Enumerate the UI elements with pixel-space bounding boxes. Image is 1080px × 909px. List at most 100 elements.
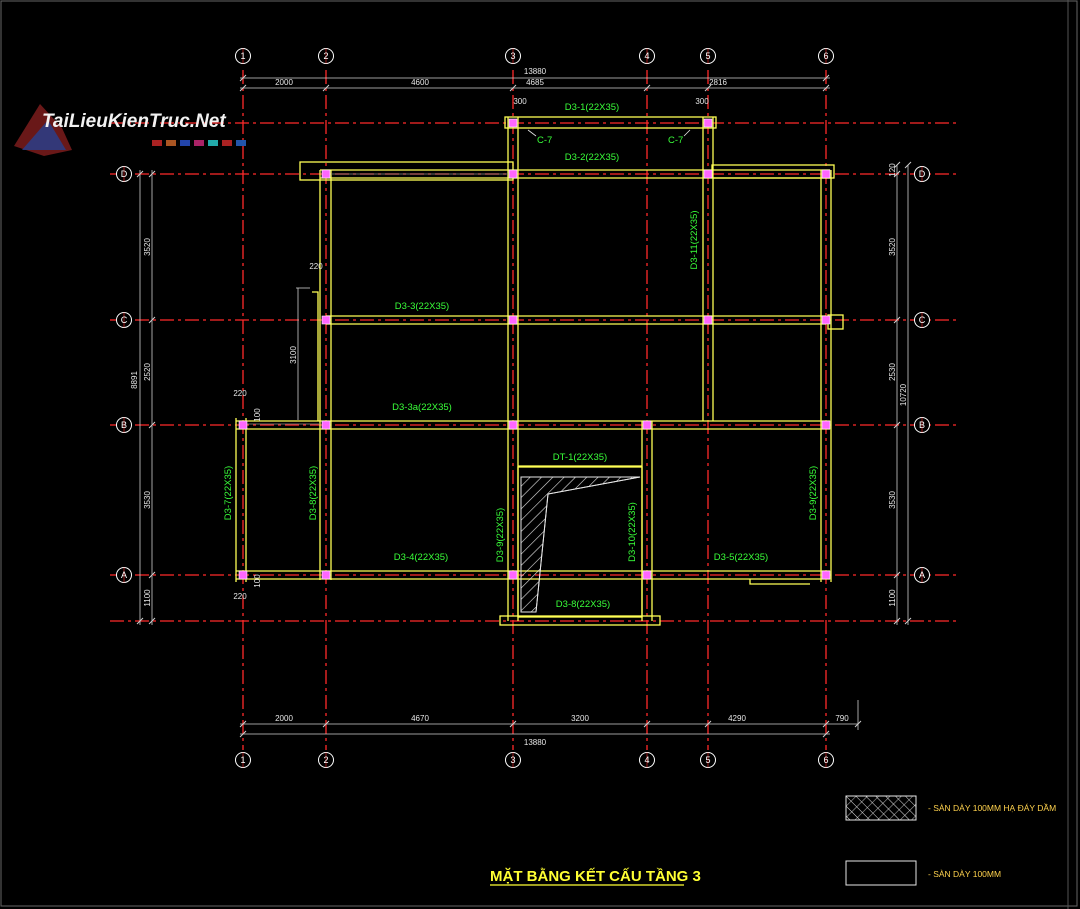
- dim-top-2: 4685: [526, 78, 544, 87]
- dim-small-1: 300: [695, 97, 709, 106]
- dim-bottom-3: 4290: [728, 714, 746, 723]
- beam-label-5: D3-4(22X35): [394, 552, 448, 563]
- column-labels: C-7 C-7: [527, 129, 691, 146]
- column-7: [321, 315, 331, 325]
- beam-label-4: D3-3a(22X35): [392, 402, 452, 413]
- dim-left-1: 2520: [143, 363, 152, 381]
- axis-bubble-bottom-4-label: 4: [644, 755, 649, 765]
- dim-left-3: 1100: [143, 589, 152, 607]
- dim-small-0: 300: [513, 97, 527, 106]
- beam-label-3: D3-3(22X35): [395, 301, 449, 312]
- dim-bottom-0: 2000: [275, 714, 293, 723]
- beam-label-10: D3-9(22X35): [808, 466, 819, 520]
- axis-bubble-right-B-label: B: [919, 420, 925, 430]
- watermark-color-dots: [152, 140, 246, 146]
- axis-bubble-left-A: A: [116, 567, 132, 583]
- column-6: [821, 169, 831, 179]
- column-5: [703, 169, 713, 179]
- dim-small-7: 220: [233, 592, 247, 601]
- dim-small-4: 220: [233, 389, 247, 398]
- dimension-ticks: [136, 74, 912, 738]
- axis-bubble-right-A-label: A: [919, 570, 925, 580]
- column-11: [238, 420, 248, 430]
- dim-bottom-total: 13880: [524, 738, 547, 747]
- axis-bubble-bottom-6-label: 6: [823, 755, 828, 765]
- dim-right-2: 2530: [888, 363, 897, 381]
- beam-label-14: D3-9(22X35): [495, 508, 506, 562]
- column-8: [508, 315, 518, 325]
- axis-bubble-bottom-4: 4: [639, 752, 655, 768]
- column-18: [508, 570, 518, 580]
- dim-right-1: 3520: [888, 238, 897, 256]
- axis-bubble-right-D: D: [914, 166, 930, 182]
- watermark-logo: TaiLieuKienTruc.Net: [14, 104, 246, 156]
- axis-bubble-top-6: 6: [818, 48, 834, 64]
- axis-bubble-left-C: C: [116, 312, 132, 328]
- dim-top-1: 4600: [411, 78, 429, 87]
- column-4: [508, 169, 518, 179]
- column-12: [321, 420, 331, 430]
- column-20: [821, 570, 831, 580]
- column-14: [642, 420, 652, 430]
- beam-label-12: D3-11(22X35): [689, 211, 700, 270]
- axis-bubble-bottom-6: 6: [818, 752, 834, 768]
- dim-bottom-2: 3200: [571, 714, 589, 723]
- axis-bubble-top-2-label: 2: [323, 51, 328, 61]
- axis-bubble-left-D: D: [116, 166, 132, 182]
- dim-small-3: 3100: [289, 346, 298, 364]
- axis-bubble-bottom-3-label: 3: [510, 755, 515, 765]
- column-10: [821, 315, 831, 325]
- axis-bubble-top-3-label: 3: [510, 51, 515, 61]
- column-15: [821, 420, 831, 430]
- axis-bubble-bottom-5: 5: [700, 752, 716, 768]
- axis-bubble-top-3: 3: [505, 48, 521, 64]
- dim-small-6: 100: [253, 574, 262, 588]
- axis-bubble-top-1: 1: [235, 48, 251, 64]
- column-9: [703, 315, 713, 325]
- beam-label-8: D3-8(22X35): [308, 466, 319, 520]
- axis-bubble-right-C: C: [914, 312, 930, 328]
- axis-bubble-top-5: 5: [700, 48, 716, 64]
- legend-item-plain: - SÀN DÀY 100MM: [928, 869, 1001, 879]
- axis-bubble-bottom-5-label: 5: [705, 755, 710, 765]
- axis-bubble-bottom-2: 2: [318, 752, 334, 768]
- column-label-C7-right: C-7: [668, 135, 683, 146]
- axis-bubble-left-D-label: D: [121, 169, 128, 179]
- stair-hatch: [520, 476, 641, 613]
- dim-left-total: 8891: [130, 371, 139, 389]
- slab-lines: [246, 173, 508, 425]
- beam-label-13: DT-1(22X35): [553, 452, 607, 463]
- column-16: [238, 570, 248, 580]
- dim-bottom-1: 4670: [411, 714, 429, 723]
- columns: [238, 118, 831, 580]
- column-label-C7-left: C-7: [537, 135, 552, 146]
- dim-right-3: 3530: [888, 491, 897, 509]
- axis-bubble-bottom-1-label: 1: [240, 755, 245, 765]
- slab-edge-left-top: [299, 161, 514, 181]
- beam-label-1: D3-1(22X35): [565, 102, 619, 113]
- dimension-lines: [139, 77, 909, 735]
- dim-small-5: 100: [253, 408, 262, 422]
- axis-bubble-top-4: 4: [639, 48, 655, 64]
- column-19: [642, 570, 652, 580]
- axis-grid: [110, 70, 960, 750]
- beam-D3-1: [504, 116, 717, 129]
- dim-right-4: 1100: [888, 589, 897, 607]
- axis-bubble-top-5-label: 5: [705, 51, 710, 61]
- dim-left-0: 3520: [143, 238, 152, 256]
- beam-labels: D3-1(22X35)D3-2(22X35)D3-3(22X35)D3-3a(2…: [223, 102, 819, 610]
- watermark-text: TaiLieuKienTruc.Net: [42, 111, 226, 132]
- beam-label-6: D3-5(22X35): [714, 552, 768, 563]
- axis-bubble-right-B: B: [914, 417, 930, 433]
- dim-bottom-4: 790: [835, 714, 849, 723]
- axis-bubble-bottom-1: 1: [235, 752, 251, 768]
- axis-bubble-top-2: 2: [318, 48, 334, 64]
- dim-top-total: 13880: [524, 67, 547, 76]
- beam-label-11: D3-10(22X35): [627, 502, 638, 562]
- axis-bubble-bottom-2-label: 2: [323, 755, 328, 765]
- axis-bubble-left-A-label: A: [121, 570, 127, 580]
